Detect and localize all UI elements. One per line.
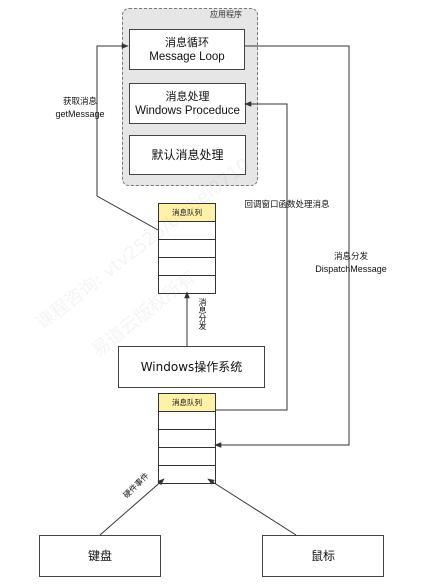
get-message-label-en: getMessage <box>55 109 105 119</box>
callback-label: 回调窗口函数处理消息 <box>244 200 330 210</box>
dispatch-label-zh: 消息分发 <box>333 252 368 262</box>
get-message-arrow <box>96 43 159 231</box>
system-queue-header: 消息队列 <box>159 394 215 412</box>
windows-procedure-label-zh: 消息处理 <box>165 89 210 103</box>
windows-os-box: Windows操作系统 <box>118 346 265 388</box>
keyboard-label: 键盘 <box>87 548 112 563</box>
dispatch-message-arrow <box>214 45 350 448</box>
queue-slot <box>159 430 215 448</box>
queue-slot <box>159 240 215 258</box>
keyboard-box: 键盘 <box>39 535 161 577</box>
dispatch-label-en: DispatchMessage <box>315 264 387 274</box>
callback-arrow <box>215 101 288 411</box>
queue-slot <box>159 412 215 430</box>
get-message-label: 获取消息 getMessage <box>52 96 108 120</box>
mouse-box: 鼠标 <box>262 535 384 577</box>
queue-slot <box>159 448 215 466</box>
windows-procedure-label-en: Windows Proceduce <box>135 104 240 117</box>
default-processing-box: 默认消息处理 <box>129 135 246 175</box>
message-loop-label-zh: 消息循环 <box>165 35 209 49</box>
queue-slot <box>159 222 215 240</box>
default-processing-label: 默认消息处理 <box>151 147 224 162</box>
distribute-label: 消息分发 <box>198 298 207 330</box>
dispatch-label: 消息分发 DispatchMessage <box>306 251 396 275</box>
mouse-arrow <box>207 478 297 536</box>
message-loop-label-en: Message Loop <box>149 50 225 63</box>
application-title: 应用程序 <box>210 10 242 19</box>
queue-slot <box>159 258 215 276</box>
windows-procedure-box: 消息处理 Windows Proceduce <box>129 83 246 124</box>
app-message-queue: 消息队列 <box>158 203 216 294</box>
message-loop-box: 消息循环 Message Loop <box>129 29 245 70</box>
app-queue-header: 消息队列 <box>159 204 215 222</box>
get-message-label-zh: 获取消息 <box>62 97 97 107</box>
mouse-label: 鼠标 <box>310 548 335 563</box>
windows-os-label: Windows操作系统 <box>140 359 243 374</box>
system-message-queue: 消息队列 <box>158 393 216 484</box>
keyboard-arrow <box>99 478 165 536</box>
